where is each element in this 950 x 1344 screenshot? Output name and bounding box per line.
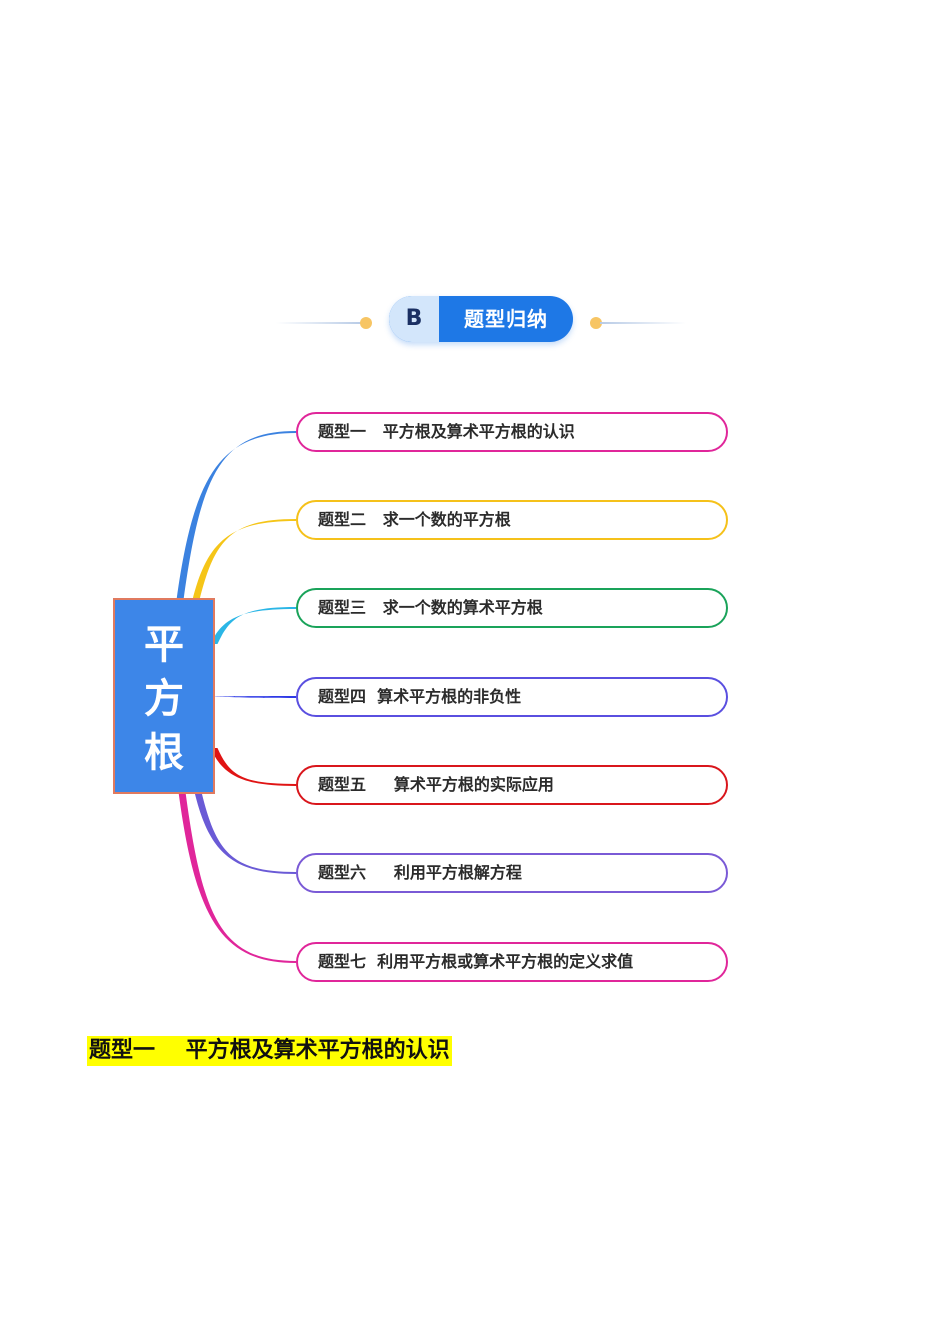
banner-pill: B 题型归纳 <box>389 296 573 342</box>
branch-7-label: 题型七 利用平方根或算术平方根的定义求值 <box>318 952 634 971</box>
banner-line-right <box>600 322 686 324</box>
branch-2: 题型二 求一个数的平方根 <box>296 500 728 540</box>
section-banner: B 题型归纳 <box>276 292 686 348</box>
banner-dot-right <box>590 317 602 329</box>
branch-3: 题型三 求一个数的算术平方根 <box>296 588 728 628</box>
connector-1 <box>176 431 296 600</box>
banner-title: 题型归纳 <box>464 307 548 331</box>
branch-4-label: 题型四 算术平方根的非负性 <box>318 687 522 706</box>
branch-3-label: 题型三 求一个数的算术平方根 <box>318 598 543 617</box>
branch-6-label: 题型六 利用平方根解方程 <box>318 863 522 882</box>
branch-7: 题型七 利用平方根或算术平方根的定义求值 <box>296 942 728 982</box>
section-heading: 题型一 平方根及算术平方根的认识 <box>87 1036 452 1066</box>
branch-1-label: 题型一 平方根及算术平方根的认识 <box>318 422 575 441</box>
branch-1: 题型一 平方根及算术平方根的认识 <box>296 412 728 452</box>
branch-5-label: 题型五 算术平方根的实际应用 <box>318 775 554 794</box>
connector-2 <box>192 519 296 600</box>
mindmap-root-node: 平方根 <box>113 598 215 794</box>
connector-7 <box>178 792 296 963</box>
connector-6 <box>194 792 296 874</box>
branch-5: 题型五 算术平方根的实际应用 <box>296 765 728 805</box>
banner-letter: B <box>389 296 439 342</box>
branch-2-label: 题型二 求一个数的平方根 <box>318 510 511 529</box>
mindmap-root-label: 平方根 <box>144 622 184 776</box>
banner-line-left <box>276 322 362 324</box>
banner-dot-left <box>360 317 372 329</box>
connector-3 <box>210 607 296 644</box>
connector-4 <box>210 696 296 698</box>
connector-5 <box>210 748 296 786</box>
branch-6: 题型六 利用平方根解方程 <box>296 853 728 893</box>
branch-4: 题型四 算术平方根的非负性 <box>296 677 728 717</box>
